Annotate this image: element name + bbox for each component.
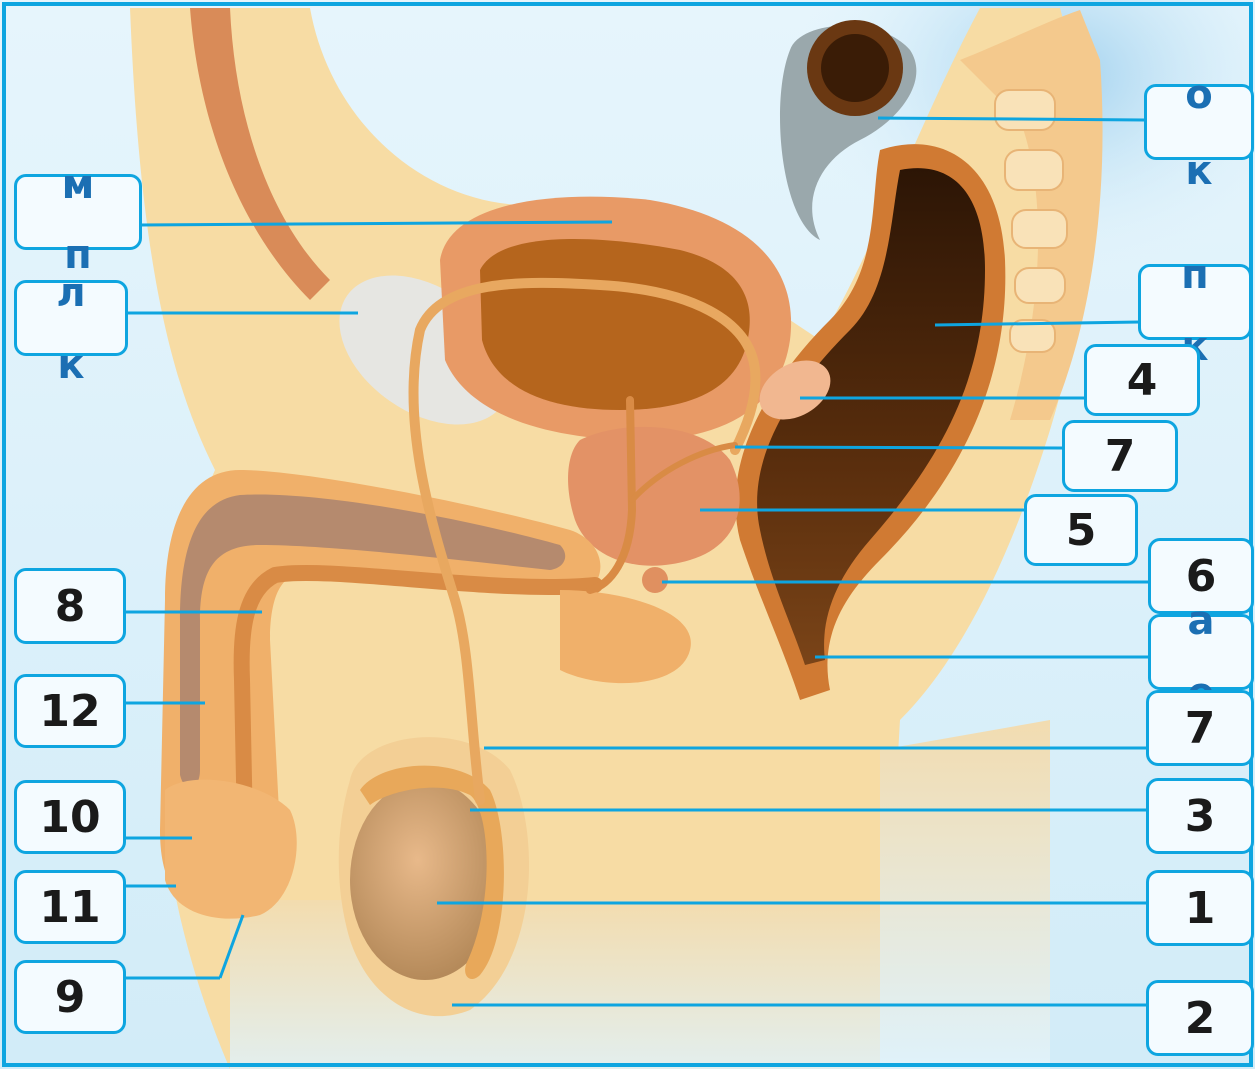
label-7-upper[interactable]: 7 xyxy=(1062,420,1178,492)
label-lk-line2: к xyxy=(17,345,125,385)
label-ok-line1: о xyxy=(1147,75,1251,115)
label-ae-line1: а xyxy=(1151,601,1251,641)
label-lk[interactable]: л к xyxy=(14,280,128,356)
label-mp-line1: м xyxy=(17,165,139,205)
colon-lumen-inner xyxy=(821,34,889,102)
label-4[interactable]: 4 xyxy=(1084,344,1200,416)
label-5[interactable]: 5 xyxy=(1024,494,1138,566)
label-3[interactable]: 3 xyxy=(1146,778,1254,854)
label-7-lower[interactable]: 7 xyxy=(1146,690,1254,766)
label-ae[interactable]: а е xyxy=(1148,614,1254,690)
label-pk[interactable]: п к xyxy=(1138,264,1252,340)
label-10[interactable]: 10 xyxy=(14,780,126,854)
label-pk-line1: п xyxy=(1141,255,1249,295)
label-ok[interactable]: о к xyxy=(1144,84,1254,160)
label-8[interactable]: 8 xyxy=(14,568,126,644)
label-mp[interactable]: м п xyxy=(14,174,142,250)
label-11[interactable]: 11 xyxy=(14,870,126,944)
label-mp-line2: п xyxy=(17,235,139,275)
bulbourethral-gland xyxy=(642,567,668,593)
lower-fade xyxy=(880,720,1050,1069)
label-12[interactable]: 12 xyxy=(14,674,126,748)
glans xyxy=(165,780,297,919)
label-ok-line2: к xyxy=(1147,151,1251,191)
label-2[interactable]: 2 xyxy=(1146,980,1254,1056)
label-9[interactable]: 9 xyxy=(14,960,126,1034)
leg-fade xyxy=(230,900,880,1069)
label-1[interactable]: 1 xyxy=(1146,870,1254,946)
label-lk-line1: л xyxy=(17,273,125,313)
bladder-lumen xyxy=(480,239,750,410)
